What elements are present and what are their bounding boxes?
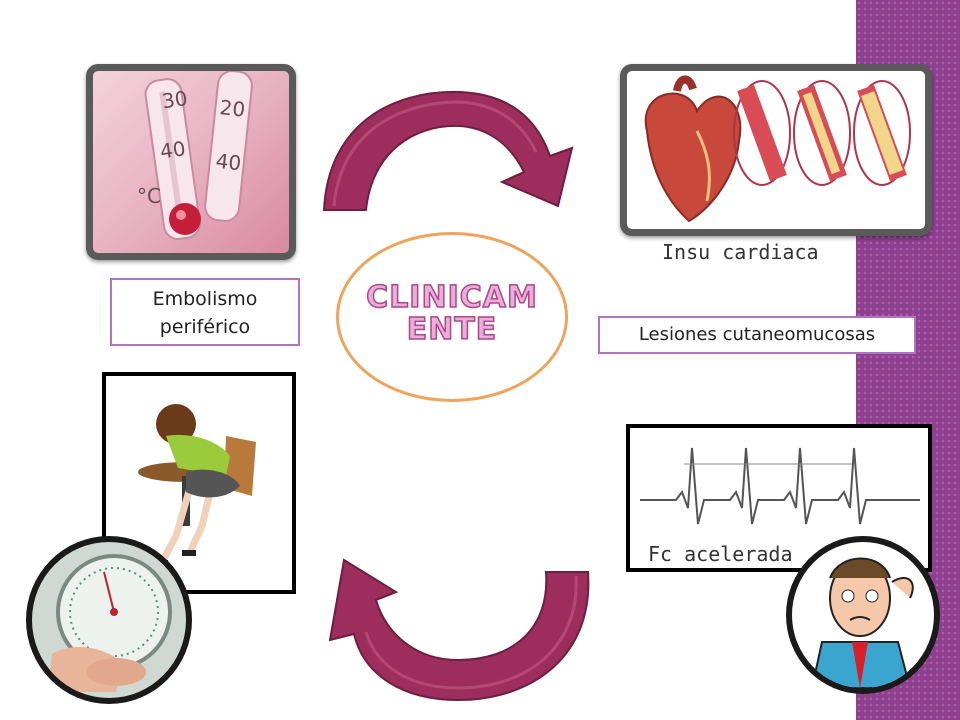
embolismo-line2: periférico — [159, 316, 251, 338]
thermometer-illustration: 30 40 20 40 °C — [137, 71, 253, 240]
stressed-man-image — [786, 536, 940, 694]
lesiones-label: Lesiones cutaneomucosas — [598, 316, 916, 354]
scale-30-text: 30 — [160, 86, 189, 113]
curved-arrow-bottom — [328, 558, 590, 702]
celsius-unit-text: °C — [137, 184, 161, 208]
center-title: CLINICAM ENTE — [352, 280, 552, 347]
heart-arteries-illustration — [644, 75, 911, 223]
tired-person-illustration — [138, 404, 256, 566]
center-title-line2: ENTE — [406, 312, 498, 347]
heart-arteries-photo — [620, 64, 932, 236]
fc-acelerada-label: Fc acelerada — [648, 542, 793, 566]
scale-20-text: 20 — [219, 95, 247, 122]
curved-arrow-top — [322, 90, 574, 211]
weight-scale-illustration — [48, 554, 172, 692]
thermometer-photo: 30 40 20 40 °C — [86, 64, 296, 260]
embolismo-label: Embolismo periférico — [110, 278, 300, 346]
stressed-man-illustration — [810, 557, 914, 688]
embolismo-line1: Embolismo — [152, 288, 258, 310]
scale-40-text: 40 — [158, 136, 187, 163]
center-ellipse — [336, 232, 568, 402]
ecg-trace-illustration — [640, 447, 920, 525]
center-title-line1: CLINICAM — [365, 280, 538, 315]
scale-40b-text: 40 — [215, 149, 243, 176]
weight-scale-image — [26, 536, 192, 704]
insu-cardiaca-label: Insu cardiaca — [662, 240, 819, 264]
